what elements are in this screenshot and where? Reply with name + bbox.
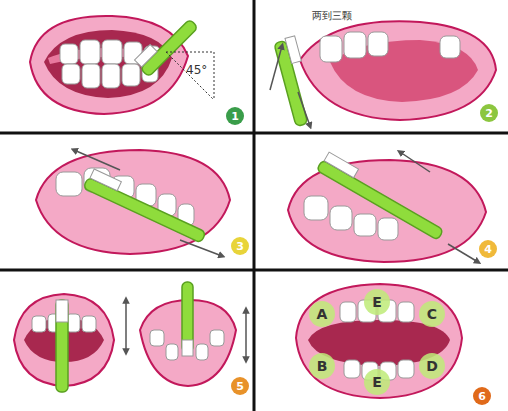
node-text: E [372, 375, 382, 389]
angle-label: 45° [186, 64, 207, 77]
tooth-count-note: 两到三颗 [312, 10, 352, 21]
node-text: 1 [231, 111, 239, 122]
node-text: 6 [478, 391, 486, 402]
callout-number: 4 [479, 240, 497, 258]
node-text: A [317, 307, 328, 321]
callout-number: 2 [480, 104, 498, 122]
node-text: E [372, 295, 382, 309]
node-text: B [317, 359, 328, 373]
zone-letter: A [309, 301, 335, 327]
zone-letter: C [419, 301, 445, 327]
node-text: 5 [236, 381, 244, 392]
zone-letter: B [309, 353, 335, 379]
zone-letter: D [419, 353, 445, 379]
zone-letter: E [364, 289, 390, 315]
callout-number: 3 [231, 237, 249, 255]
callout-number: 5 [231, 377, 249, 395]
node-text: D [426, 359, 438, 373]
node-text: 4 [484, 244, 492, 255]
node-text: 2 [485, 108, 493, 119]
node-text: 3 [236, 241, 244, 252]
node-text: C [427, 307, 437, 321]
callout-number: 6 [473, 387, 491, 405]
callout-number: 1 [226, 107, 244, 125]
zone-letter: E [364, 369, 390, 395]
